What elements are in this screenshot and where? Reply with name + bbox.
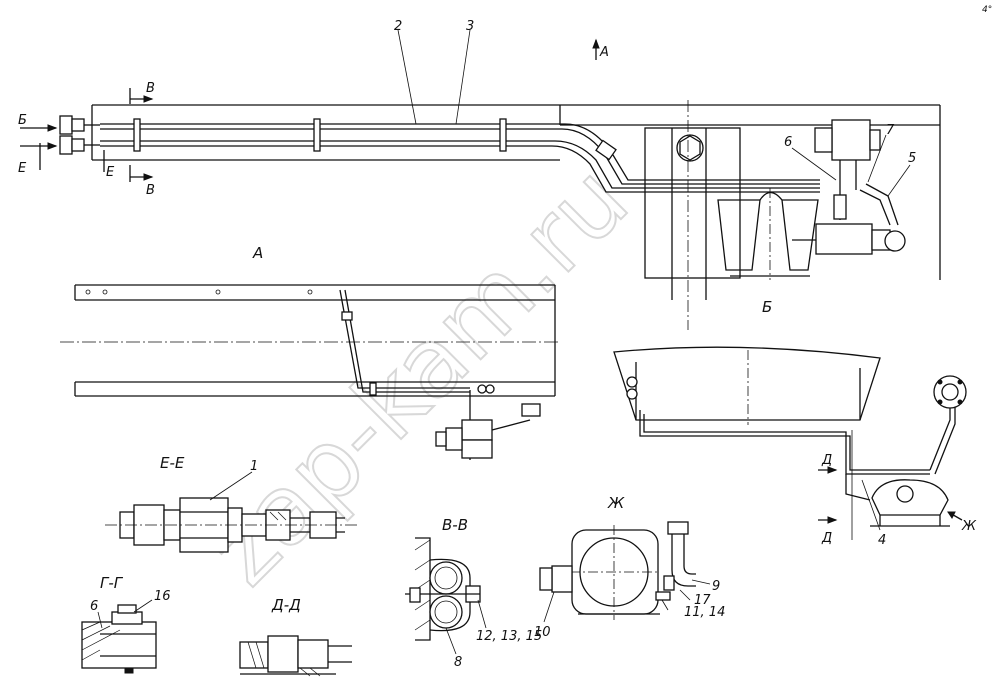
marker-v-bottom: В (146, 183, 155, 198)
callout-3: 3 (466, 19, 474, 34)
marker-zh: Ж (961, 519, 977, 534)
marker-d-bottom: Д (821, 531, 832, 546)
callout-labels: 1 2 3 4 5 6 6 7 8 9 10 11, 14 12, 13, 15… (90, 19, 916, 670)
callout-2: 2 (394, 19, 402, 34)
callout-10: 10 (534, 625, 551, 640)
section-dd-title: Д-Д (271, 596, 301, 614)
callout-4: 4 (878, 533, 886, 548)
marker-b: Б (18, 113, 27, 128)
section-ee-title: Е-Е (160, 454, 185, 472)
callout-17: 17 (694, 593, 711, 608)
section-vv-clamp (405, 537, 487, 655)
section-ee-fitting (105, 471, 360, 553)
callout-12-13-15: 12, 13, 15 (476, 629, 542, 644)
view-labels: А Б Е-Е Г-Г Д-Д В-В Ж (100, 244, 772, 614)
callout-6-top: 6 (784, 135, 792, 150)
corner-mark: 4° (982, 5, 992, 15)
callout-16: 16 (154, 589, 171, 604)
view-b-tank (613, 346, 967, 540)
section-gg-fitting (81, 599, 157, 674)
callout-8: 8 (454, 655, 462, 670)
section-vv-title: В-В (442, 516, 468, 534)
callout-11-14: 11, 14 (684, 605, 725, 620)
callout-7: 7 (886, 123, 895, 138)
callout-1: 1 (250, 459, 258, 474)
marker-e-left: Е (18, 161, 27, 176)
view-b-title: Б (762, 298, 772, 316)
view-a-frame (60, 284, 560, 460)
section-markers: А Б В В Е Е Д Д Ж (18, 45, 977, 546)
marker-d-top: Д (821, 453, 832, 468)
section-gg-title: Г-Г (100, 574, 124, 592)
top-assembly (20, 29, 941, 330)
view-zh-title: Ж (607, 494, 625, 512)
callout-6-gg: 6 (90, 599, 98, 614)
marker-a: А (599, 45, 609, 60)
marker-e-right: Е (106, 165, 115, 180)
view-zh-pump (539, 521, 711, 623)
section-dd-fitting (239, 635, 352, 677)
marker-v-top: В (146, 81, 155, 96)
view-a-title: А (252, 244, 263, 262)
callout-9: 9 (712, 579, 720, 594)
callout-5: 5 (908, 151, 916, 166)
